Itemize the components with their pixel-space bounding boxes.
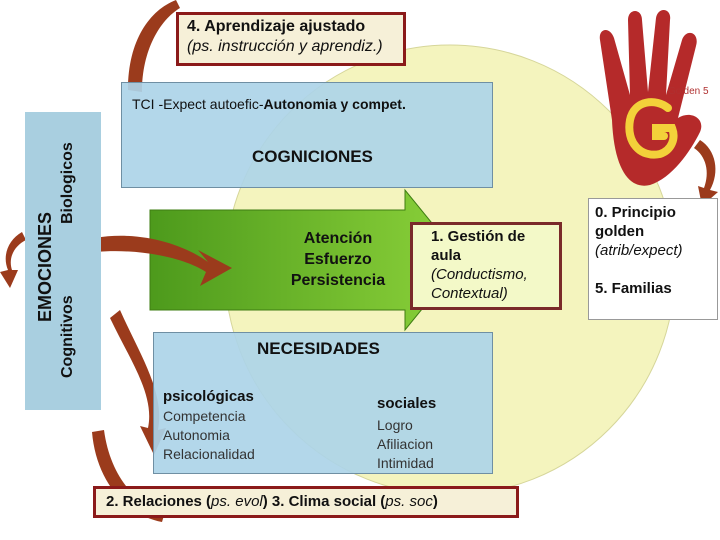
sociales-column: sociales Logro Afiliacion Intimidad	[377, 395, 487, 473]
sociales-title: sociales	[377, 395, 437, 412]
tci-text: TCI -Expect autoefic-Autonomia y compet.	[132, 96, 472, 112]
relaciones-part1: 2. Relaciones (	[106, 493, 212, 510]
sociales-item: Intimidad	[377, 455, 434, 471]
brown-arrow-right	[694, 140, 718, 206]
gestion-aula-box: 1. Gestión de aula (Conductismo, Context…	[410, 222, 562, 310]
biologicos-label: Biologicos	[59, 142, 76, 224]
emociones-label: EMOCIONES	[35, 211, 55, 322]
principio-line-3: (atrib/expect)	[595, 242, 683, 259]
center-line-2: Esfuerzo	[304, 251, 372, 268]
psicologicas-item: Competencia	[163, 408, 246, 424]
sociales-item: Afiliacion	[377, 436, 434, 452]
psicologicas-item: Autonomia	[163, 427, 230, 443]
gestion-sub-2: Contextual)	[431, 285, 508, 302]
familias-line: 5. Familias	[595, 280, 672, 297]
cognitivos-label: Cognitivos	[59, 295, 76, 378]
brown-arrow-lower	[110, 310, 166, 455]
relaciones-part3: )	[432, 493, 438, 510]
brown-arrow-left	[0, 232, 26, 288]
center-line-1: Atención	[303, 230, 373, 247]
tci-prefix: TCI -Expect autoefic-	[132, 96, 264, 112]
necesidades-title: NECESIDADES	[257, 339, 380, 358]
atencion-esfuerzo-persistencia: Atención Esfuerzo Persistencia	[278, 228, 398, 291]
brown-arrow-middle	[95, 235, 232, 286]
necesidades-box	[153, 332, 493, 474]
relaciones-part1-italic: ps. evol	[211, 493, 263, 510]
gestion-title-1: 1. Gestión de	[431, 228, 526, 245]
principio-line-1: 0. Principio	[595, 204, 676, 221]
gestion-sub-1: (Conductismo,	[431, 266, 528, 283]
principio-line-2: golden	[595, 223, 645, 240]
psicologicas-title: psicológicas	[163, 388, 254, 405]
aprendizaje-title: 4. Aprendizaje ajustado	[187, 18, 366, 35]
relaciones-part2-italic: ps. soc	[385, 493, 433, 510]
golden5-hand-logo	[599, 9, 702, 186]
psicologicas-item: Relacionalidad	[163, 446, 255, 462]
center-line-3: Persistencia	[290, 272, 386, 289]
golden5-logo-text: Golden 5	[668, 86, 709, 97]
tci-bold: Autonomia y compet.	[263, 96, 406, 112]
relaciones-clima-box: 2. Relaciones (ps. evol) 3. Clima social…	[93, 486, 519, 518]
relaciones-part2: ) 3. Clima social (	[262, 493, 386, 510]
sociales-item: Logro	[377, 417, 413, 433]
aprendizaje-subtitle: (ps. instrucción y aprendiz.)	[187, 38, 383, 55]
psicologicas-column: psicológicas Competencia Autonomia Relac…	[163, 388, 323, 464]
principio-golden-box: 0. Principio golden (atrib/expect) 5. Fa…	[588, 198, 718, 320]
aprendizaje-ajustado-box: 4. Aprendizaje ajustado (ps. instrucción…	[176, 12, 406, 66]
emociones-side-box: EMOCIONES Biologicos Cognitivos	[25, 112, 101, 410]
brown-arrow-top	[128, 0, 180, 92]
cogniciones-title: COGNICIONES	[252, 147, 373, 166]
cogniciones-box	[121, 82, 493, 188]
gestion-title-2: aula	[431, 247, 462, 264]
